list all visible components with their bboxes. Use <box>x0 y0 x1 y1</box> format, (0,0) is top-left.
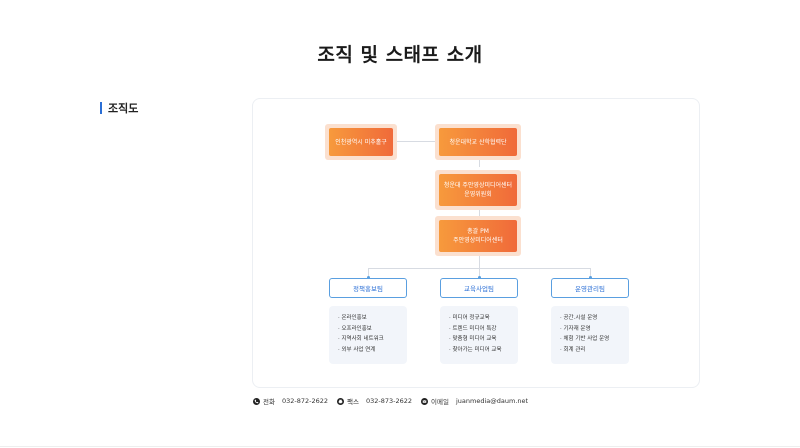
email-link[interactable]: juanmedia@daum.net <box>455 397 529 405</box>
duty-list-policy: · 온라인홍보 · 오프라인홍보 · 지역사회 네트워크 · 외부 사업 연계 <box>329 306 407 364</box>
footer-divider <box>0 446 800 447</box>
duty-item: · 체험 기반 사업 운영 <box>560 336 610 342</box>
org-box-foundation: 청운대학교 산학협력단 <box>435 124 521 160</box>
duty-list-education: · 미디어 정규교육 · 트렌드 미디어 특강 · 맞춤형 미디어 교육 · 찾… <box>440 306 518 364</box>
email-label: 이메일 <box>431 398 449 406</box>
branch-dot-2 <box>478 276 481 279</box>
duty-item: · 오프라인홍보 <box>338 325 372 332</box>
fax-label: 팩스 <box>347 398 359 406</box>
fax-number: 032-873-2622 <box>365 397 413 405</box>
email-icon <box>421 397 429 405</box>
phone-icon <box>253 397 260 405</box>
connector-team-3 <box>590 268 591 278</box>
duty-item: · 기자재 운영 <box>560 325 591 332</box>
connector-committee-to-pm <box>479 206 480 217</box>
page-title: 조직 및 스태프 소개 <box>317 44 483 66</box>
section-accent-bar <box>100 102 102 114</box>
org-box-committee-line2: 운영위원회 <box>464 191 492 198</box>
contact-phone: 전화 032-872-2622 <box>253 396 328 406</box>
team-box-education: 교육사업팀 <box>440 278 518 298</box>
org-box-district: 인천광역시 미추홀구 <box>325 124 397 160</box>
org-box-pm-line1: 총괄 PM <box>467 228 489 235</box>
branch-dot-3 <box>589 276 592 279</box>
duty-item: · 미디어 정규교육 <box>449 315 490 321</box>
section-heading: 조직도 <box>100 100 138 116</box>
duty-item: · 지역사회 네트워크 <box>338 336 384 342</box>
section-title: 조직도 <box>108 102 139 115</box>
connector-pm-to-branch <box>479 255 480 269</box>
fax-icon <box>337 397 345 405</box>
org-box-pm-line2: 주안영상미디어센터 <box>453 237 503 244</box>
branch-dot-1 <box>367 276 370 279</box>
duty-item: · 찾아가는 미디어 교육 <box>449 346 502 353</box>
contact-fax: 팩스 032-873-2622 <box>337 396 412 406</box>
contact-email: 이메일 juanmedia@daum.net <box>421 396 528 406</box>
org-box-committee: 청운대 주안영상미디어센터 운영위원회 <box>435 170 521 210</box>
duty-item: · 외부 사업 연계 <box>338 346 376 353</box>
connector-team-2 <box>479 268 480 278</box>
connector-top-to-committee <box>479 155 480 167</box>
duty-item: · 맞춤형 미디어 교육 <box>449 336 497 342</box>
contact-info: 전화 032-872-2622 팩스 032-873-2622 이메일 juan… <box>253 396 537 406</box>
duty-item: · 온라인홍보 <box>338 315 367 321</box>
connector-left-to-top <box>393 141 435 142</box>
team-policy-label: 정책홍보팀 <box>353 285 383 293</box>
connector-team-1 <box>368 268 369 278</box>
duty-item: · 트렌드 미디어 특강 <box>449 325 497 332</box>
org-box-foundation-label: 청운대학교 산학협력단 <box>449 138 507 146</box>
team-operations-label: 운영관리팀 <box>575 285 605 293</box>
phone-number: 032-872-2622 <box>281 397 329 405</box>
team-box-operations: 운영관리팀 <box>551 278 629 298</box>
team-box-policy: 정책홍보팀 <box>329 278 407 298</box>
org-box-pm: 총괄 PM 주안영상미디어센터 <box>435 216 521 256</box>
duty-list-operations: · 공간.시설 운영 · 기자재 운영 · 체험 기반 사업 운영 · 회계 관… <box>551 306 629 364</box>
org-box-committee-line1: 청운대 주안영상미디어센터 <box>443 182 513 189</box>
org-box-district-label: 인천광역시 미추홀구 <box>335 138 387 146</box>
phone-label: 전화 <box>263 398 275 406</box>
team-education-label: 교육사업팀 <box>464 285 494 293</box>
duty-item: · 회계 관리 <box>560 346 586 353</box>
org-chart-card: 인천광역시 미추홀구 청운대학교 산학협력단 청운대 주안영상미디어센터 운영위… <box>252 98 700 388</box>
duty-item: · 공간.시설 운영 <box>560 315 598 321</box>
